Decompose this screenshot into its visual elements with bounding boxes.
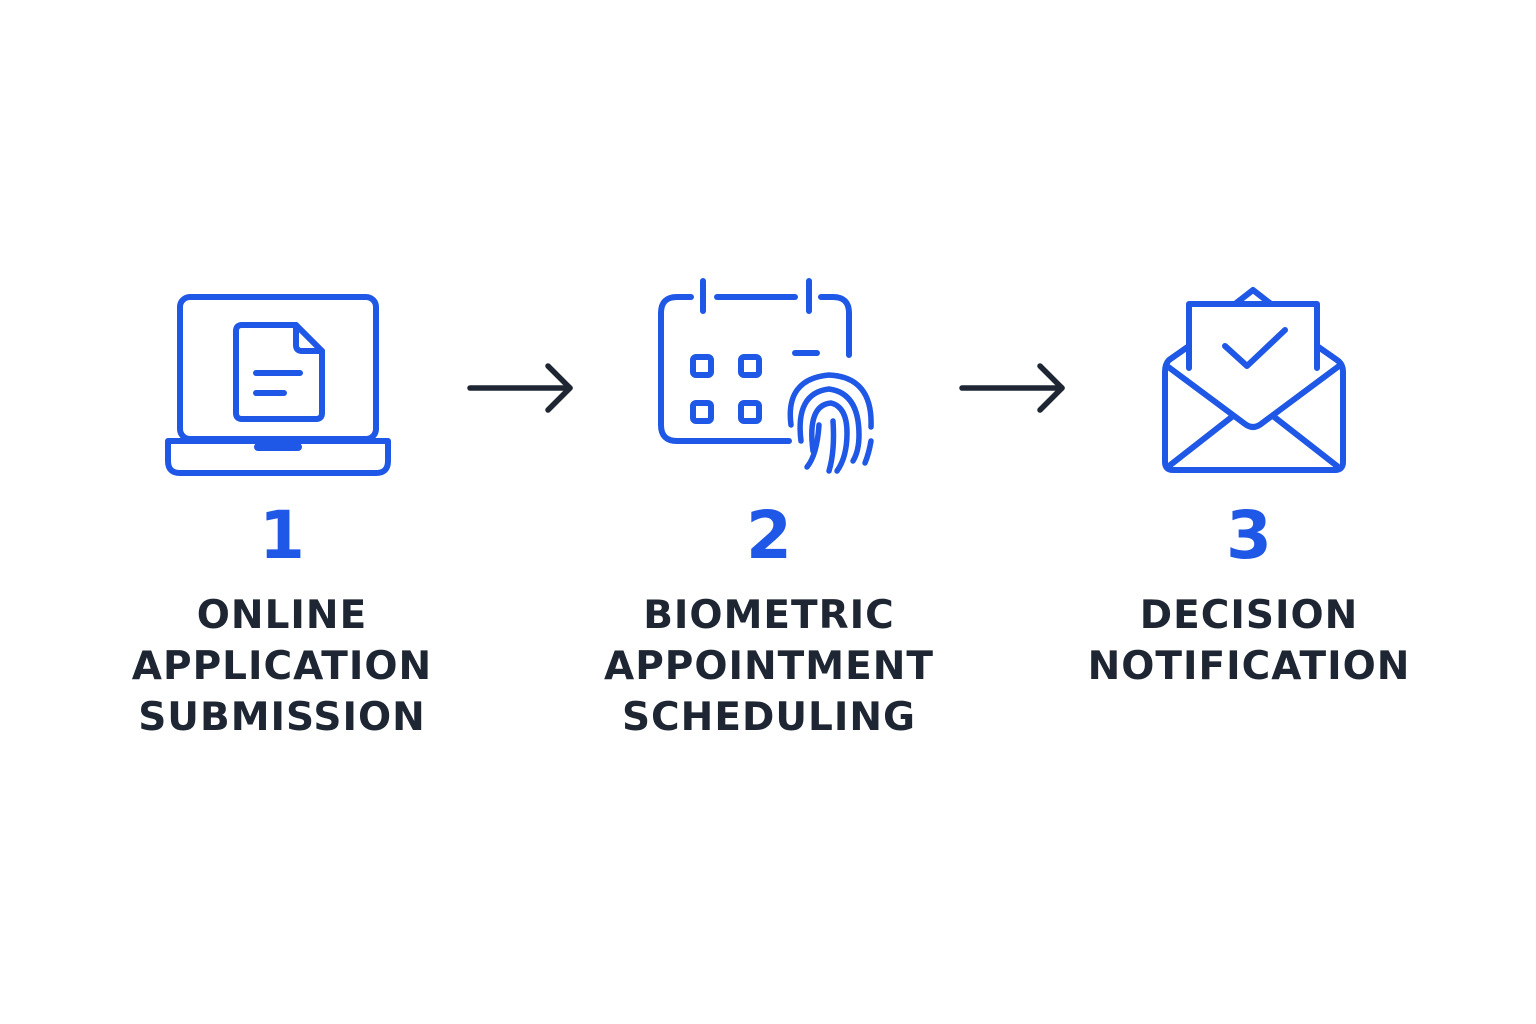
step-label: DECISION NOTIFICATION bbox=[1039, 590, 1459, 692]
step-label-line: SCHEDULING bbox=[621, 695, 917, 740]
step-online-application: 1 ONLINE APPLICATION SUBMISSION bbox=[72, 270, 492, 743]
step-label: BIOMETRIC APPOINTMENT SCHEDULING bbox=[559, 590, 979, 743]
step-number: 1 bbox=[259, 497, 305, 574]
step-label-line: APPOINTMENT bbox=[604, 644, 934, 689]
right-arrow-icon bbox=[958, 362, 1070, 418]
step-label-line: BIOMETRIC bbox=[643, 593, 895, 638]
right-arrow-icon bbox=[466, 362, 578, 418]
calendar-fingerprint-icon bbox=[639, 270, 899, 490]
step-label-line: APPLICATION bbox=[131, 644, 433, 689]
laptop-document-icon bbox=[152, 270, 412, 490]
step-label-line: ONLINE bbox=[196, 593, 368, 638]
step-label-line: DECISION bbox=[1139, 593, 1359, 638]
step-number: 2 bbox=[746, 497, 792, 574]
step-biometric-appointment: 2 BIOMETRIC APPOINTMENT SCHEDULING bbox=[559, 270, 979, 743]
step-decision-notification: 3 DECISION NOTIFICATION bbox=[1039, 270, 1459, 692]
step-label-line: NOTIFICATION bbox=[1087, 644, 1411, 689]
step-label-line: SUBMISSION bbox=[138, 695, 426, 740]
step-number: 3 bbox=[1226, 497, 1272, 574]
step-label: ONLINE APPLICATION SUBMISSION bbox=[72, 590, 492, 743]
envelope-check-icon bbox=[1119, 270, 1379, 490]
